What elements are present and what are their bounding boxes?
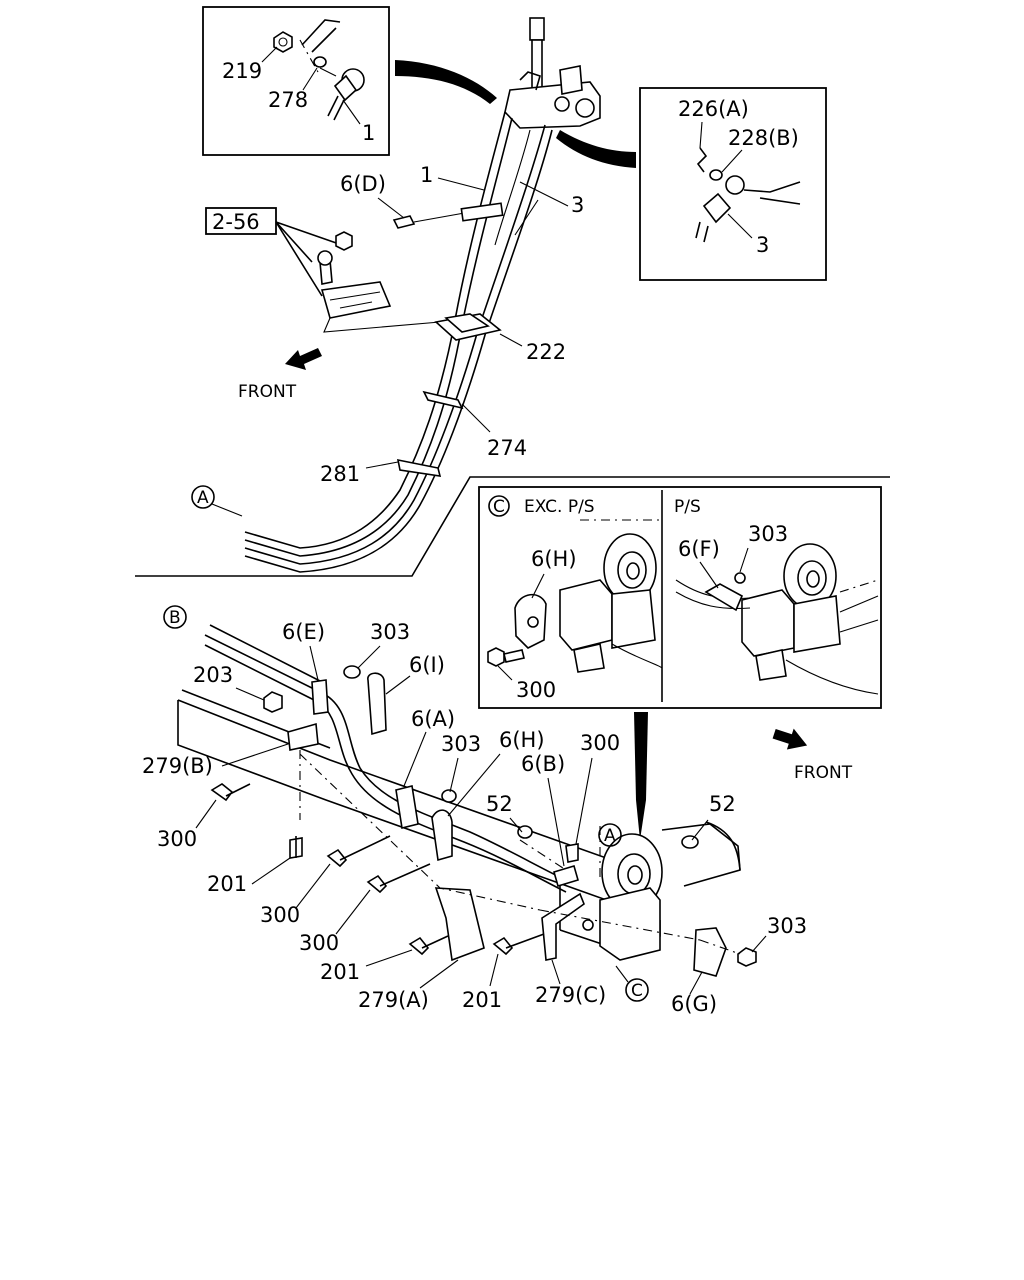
inset-c-title-left: EXC. P/S [524,497,595,517]
clamp-1 [460,202,504,222]
label-279c: 279(C) [535,983,606,1007]
bracket-279a [434,887,485,962]
label-52-b: 52 [709,792,736,816]
label-1-upper: 1 [420,163,433,187]
label-1: 1 [362,121,375,145]
bracket-279c [541,892,585,961]
label-300-c: 300 [260,903,300,927]
label-278: 278 [268,88,308,112]
ref-2-56: 2-56 [212,210,260,234]
washer-52-a [517,825,533,839]
clamp-6a [395,785,419,829]
washer-52-b [681,835,699,849]
pulley-lower [582,833,663,961]
label-279a: 279(A) [358,988,429,1012]
cable-lower [204,624,571,893]
inset-top-right: 226(A) 228(B) 3 [639,87,827,281]
bolt-300-c [565,843,579,863]
label-6f: 6(F) [678,537,720,561]
clip-6b [553,865,579,887]
clip-6i [367,672,387,736]
label-222: 222 [526,340,566,364]
bracket-279b [287,722,319,751]
label-300-inset: 300 [516,678,556,702]
point-c-lower: C [615,965,649,1002]
label-300-d: 300 [299,931,339,955]
label-201-a: 201 [207,872,247,896]
section-divider [135,476,890,577]
clamp-6h [431,809,453,862]
point-a-lower: A [598,823,622,847]
label-201-b: 201 [320,960,360,984]
label-303-inset: 303 [748,522,788,546]
point-b: B [163,605,187,629]
label-201-c: 201 [462,988,502,1012]
label-300-b: 300 [157,827,197,851]
label-6a: 6(A) [411,707,455,731]
shift-cables [244,111,553,573]
label-6h-inset: 6(H) [531,547,577,571]
label-3-inset: 3 [756,233,769,257]
label-303-c: 303 [767,914,807,938]
washer-303-a [343,665,361,679]
label-52-a: 52 [486,792,513,816]
label-6d: 6(D) [340,172,386,196]
front-arrow-lower: FRONT [772,728,853,783]
bracket-2-56: 2-56 [205,207,441,333]
pointer-arrow-left [395,60,497,104]
inset-top-left: 219 278 1 [202,6,390,156]
pointer-arrow-c [634,712,648,840]
label-219: 219 [222,59,262,83]
nut-303-c [737,947,757,967]
clamp-274 [422,390,464,410]
shift-lever-assembly [504,17,601,129]
label-274: 274 [487,436,527,460]
nut-203 [263,691,283,713]
label-279b: 279(B) [142,754,213,778]
pointer-arrow-right [556,130,636,168]
label-6g: 6(G) [671,992,717,1016]
clip-6d [392,215,416,229]
label-203: 203 [193,663,233,687]
label-6b: 6(B) [521,752,565,776]
label-303-b: 303 [441,732,481,756]
point-c-lower-label: C [631,981,643,1001]
label-300-a: 300 [580,731,620,755]
inset-c-title-right: P/S [674,497,701,517]
clip-6e [311,679,329,715]
label-226a: 226(A) [678,97,749,121]
bolts-lower [210,783,545,956]
point-a-lower-label: A [604,826,616,846]
label-281: 281 [320,462,360,486]
front-label-upper: FRONT [238,382,297,402]
inset-c: C EXC. P/S P/S 6(H) 300 6(F) [478,486,882,709]
front-label-lower: FRONT [794,763,853,783]
tie-281 [396,458,442,477]
front-arrow-upper: FRONT [238,348,322,402]
point-a-upper-label: A [197,488,209,508]
label-6h-lower: 6(H) [499,728,545,752]
clip-6g [693,927,727,977]
washer-303-b [441,789,457,803]
label-228b: 228(B) [728,126,799,150]
label-6e: 6(E) [282,620,325,644]
label-6i: 6(I) [409,653,445,677]
point-b-label: B [169,608,181,628]
label-303-a: 303 [370,620,410,644]
point-a-upper: A [191,485,243,517]
inset-c-marker: C [493,497,505,517]
label-3-upper: 3 [571,193,584,217]
